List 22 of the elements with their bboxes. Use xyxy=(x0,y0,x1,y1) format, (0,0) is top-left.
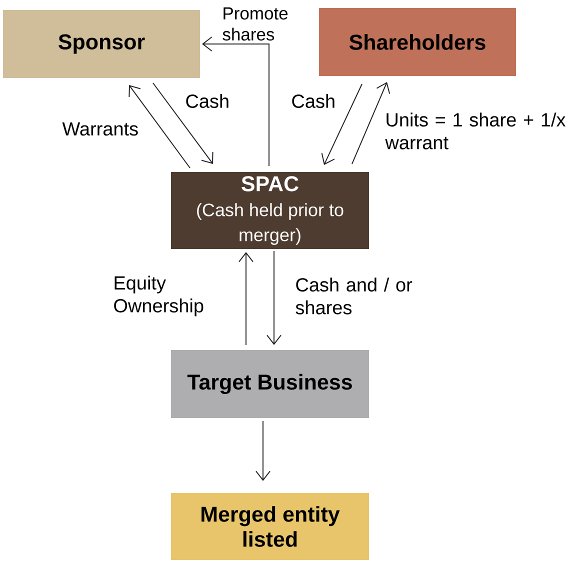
box-heading: SPAC xyxy=(242,176,298,192)
arrow xyxy=(202,36,270,166)
edge-label: Promote shares xyxy=(222,7,288,41)
arrow xyxy=(238,252,254,346)
arrow xyxy=(152,82,214,164)
box-text: (Cash held prior to merger) xyxy=(197,203,344,245)
arrow xyxy=(128,84,190,168)
entity-box: Merged entity listed xyxy=(171,492,369,560)
edge-label: Warrants xyxy=(62,122,138,136)
entity-box: Target Business xyxy=(171,350,369,418)
edge-label: Cash xyxy=(186,94,228,108)
entity-box: Sponsor xyxy=(3,10,200,78)
edge-label: Equity Ownership xyxy=(114,276,204,316)
arrow xyxy=(256,420,270,481)
arrow xyxy=(352,82,390,164)
edge-label: Cash and / or shares xyxy=(296,278,412,314)
edge-label: Cash xyxy=(292,94,334,108)
entity-box: Shareholders xyxy=(319,8,516,76)
entity-box xyxy=(171,172,369,249)
edge-label: Units = 1 share + 1/x warrant xyxy=(385,112,566,150)
arrow xyxy=(266,250,282,345)
arrow xyxy=(321,83,362,165)
